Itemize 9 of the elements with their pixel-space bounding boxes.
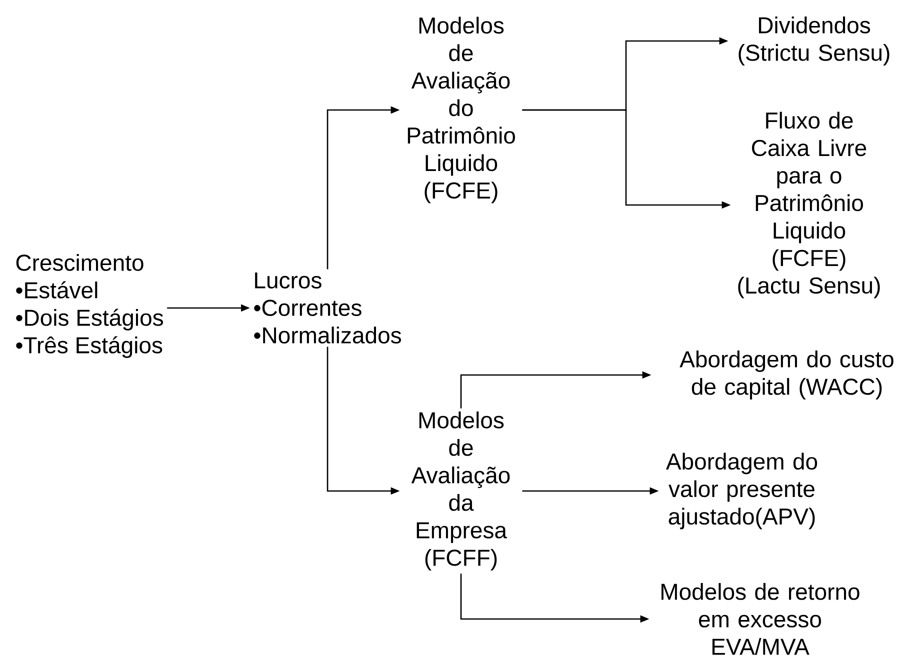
bullet-list: Crescimento •Estável •Dois Estágios •Três Estágios	[16, 254, 163, 358]
node-text: Modelos de retorno em excesso EVA/MVA	[662, 583, 860, 655]
node-text: Modelos de Avaliação do Patrimônio Liquido (FCFE)	[408, 16, 515, 204]
node-text: Fluxo de Caixa Livre para o Patrimônio Liquido (FCFE) (Lactu Sensu)	[738, 112, 880, 298]
node-text: Abordagem do custo de capital (WACC)	[680, 350, 894, 400]
node-text: Dividendos (Strictu Sensu)	[738, 16, 890, 66]
bullet-list: Lucros •Correntes •Normalizados	[254, 272, 401, 344]
node-text: Modelos de Avaliação da Empresa (FCFF)	[411, 412, 510, 570]
node-text: Abordagem do valor presente ajustado(APV)	[666, 452, 818, 530]
